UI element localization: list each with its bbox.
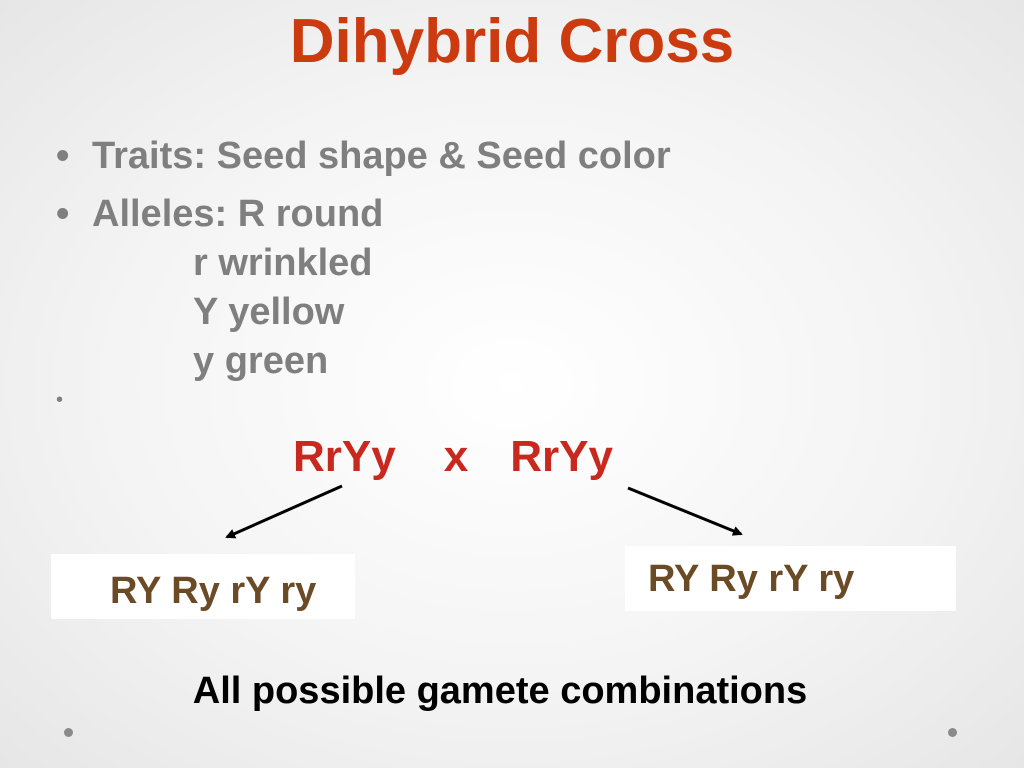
- gametes-left: RY Ry rY ry: [110, 570, 317, 612]
- footer-caption: All possible gamete combinations: [192, 670, 808, 712]
- bullet-traits: • Traits: Seed shape & Seed color: [56, 134, 671, 178]
- bullet-traits-text: Traits: Seed shape & Seed color: [92, 135, 671, 177]
- arrow-right: [627, 486, 743, 536]
- arrow-left: [225, 484, 343, 539]
- bullet-alleles-text: Alleles: R round: [92, 193, 384, 235]
- empty-bullet: •: [56, 389, 64, 411]
- allele-yellow: Y yellow: [193, 291, 345, 333]
- gamete-box-left: [51, 554, 355, 619]
- gametes-right: RY Ry rY ry: [648, 558, 855, 600]
- bullet-alleles: • Alleles: R round: [56, 192, 383, 236]
- gamete-box-right: [625, 546, 956, 611]
- allele-green: y green: [193, 340, 329, 382]
- bullet-marker: •: [56, 135, 70, 177]
- slide-title: Dihybrid Cross: [289, 7, 735, 76]
- corner-dot-left: [64, 728, 73, 737]
- parent-right: RrYy: [510, 432, 613, 481]
- corner-dot-right: [948, 728, 957, 737]
- cross-operator: x: [443, 432, 469, 481]
- bullet-marker: •: [56, 193, 70, 235]
- parent-left: RrYy: [293, 432, 396, 481]
- allele-wrinkled: r wrinkled: [193, 242, 373, 284]
